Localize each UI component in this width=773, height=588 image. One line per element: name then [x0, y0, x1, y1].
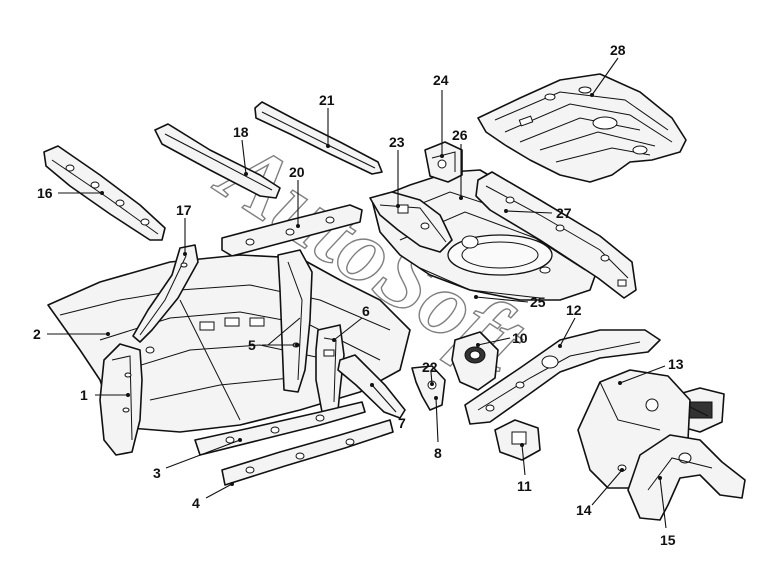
part-27-side-member: [475, 171, 637, 299]
svg-text:4: 4: [192, 495, 200, 511]
svg-text:2: 2: [33, 326, 41, 342]
callout-6: 6: [332, 303, 370, 342]
svg-text:14: 14: [576, 502, 592, 518]
svg-text:18: 18: [233, 124, 249, 140]
callout-12: 12: [558, 302, 582, 348]
svg-text:17: 17: [176, 202, 192, 218]
svg-text:6: 6: [362, 303, 370, 319]
callout-16: 16: [37, 185, 104, 201]
svg-text:7: 7: [398, 415, 406, 431]
callout-18: 18: [233, 124, 249, 176]
svg-text:15: 15: [660, 532, 676, 548]
svg-text:8: 8: [434, 445, 442, 461]
callout-22: 22: [422, 359, 438, 386]
svg-text:3: 3: [153, 465, 161, 481]
callout-7: 7: [370, 383, 406, 431]
callout-14: 14: [576, 468, 624, 518]
callout-20: 20: [289, 164, 305, 228]
callout-5: 5: [248, 317, 301, 353]
svg-text:27: 27: [556, 205, 572, 221]
part-17-brace: [132, 244, 199, 343]
svg-text:23: 23: [389, 134, 405, 150]
part-12-longitudinal: [464, 329, 661, 425]
part-4-lower-sill: [221, 419, 394, 486]
part-3-sill-member: [194, 401, 366, 456]
callout-26: 26: [452, 127, 468, 200]
callout-3: 3: [153, 438, 242, 481]
svg-text:22: 22: [422, 359, 438, 375]
callout-27: 27: [504, 205, 572, 221]
svg-text:11: 11: [517, 478, 532, 494]
callout-11: 11: [517, 443, 532, 494]
part-11-bracket: [494, 419, 541, 461]
part-20-cross-beam: [221, 204, 363, 257]
part-5-pillar-base: [277, 249, 313, 393]
svg-text:21: 21: [319, 92, 335, 108]
callout-24: 24: [433, 72, 449, 158]
svg-text:13: 13: [668, 356, 684, 372]
part-23-bracket: [369, 191, 453, 253]
part-26-trunk-floor: [371, 169, 601, 301]
svg-text:25: 25: [530, 294, 546, 310]
svg-text:24: 24: [433, 72, 449, 88]
svg-text:1: 1: [80, 387, 88, 403]
svg-text:16: 16: [37, 185, 53, 201]
svg-text:12: 12: [566, 302, 582, 318]
part-15-outer-wheel-housing: [627, 434, 746, 521]
callout-10: 10: [476, 330, 528, 347]
part-24-bracket: [424, 141, 463, 183]
svg-text:5: 5: [248, 337, 256, 353]
callout-25: 25: [474, 294, 546, 310]
svg-text:10: 10: [512, 330, 528, 346]
callout-28: 28: [590, 42, 626, 97]
callout-2: 2: [33, 326, 110, 342]
callout-8: 8: [434, 396, 442, 461]
part-28-rear-floor-pan: [477, 73, 687, 183]
svg-text:28: 28: [610, 42, 626, 58]
part-10-strut-mount: [451, 331, 499, 391]
svg-text:26: 26: [452, 127, 468, 143]
callout-15: 15: [658, 476, 676, 548]
callout-1: 1: [80, 387, 130, 403]
callout-21: 21: [319, 92, 335, 148]
part-18-cross-member: [154, 123, 281, 199]
part-1-pillar-piece: [99, 343, 143, 456]
callout-4: 4: [192, 482, 234, 511]
callout-23: 23: [389, 134, 405, 208]
svg-text:20: 20: [289, 164, 305, 180]
part-16-cross-member: [43, 145, 166, 241]
callout-17: 17: [176, 202, 192, 256]
callout-13: 13: [618, 356, 684, 385]
